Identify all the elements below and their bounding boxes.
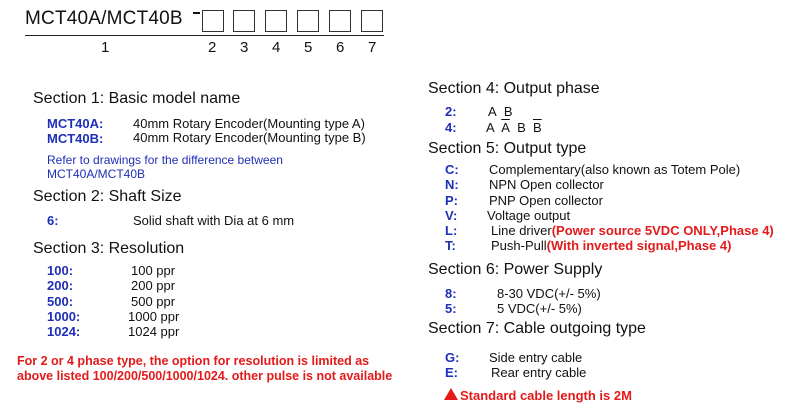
s4-phase4-b-inverted: B <box>533 120 542 135</box>
s5-desc-c: Complementary(also known as Totem Pole) <box>489 162 741 177</box>
position-number-2: 2 <box>208 39 217 56</box>
section-7-title: Section 7: Cable outgoing type <box>428 320 646 337</box>
s2-code: 6: <box>47 213 59 228</box>
warning-triangle-icon <box>444 388 458 400</box>
s3-code-100: 100: <box>47 263 74 278</box>
s1-code-b: MCT40B: <box>47 131 104 146</box>
s4-phase4-a: A <box>486 120 495 135</box>
s3-desc-100: 100 ppr <box>131 263 176 278</box>
s3-code-200: 200: <box>47 278 74 293</box>
s6-code-8: 8: <box>445 286 457 301</box>
code-underline <box>25 35 384 36</box>
s3-desc-500: 500 ppr <box>131 294 176 309</box>
option-box-5 <box>297 10 319 32</box>
s5-desc-n: NPN Open collector <box>489 177 604 192</box>
s5-line-driver: Line driver <box>491 223 552 238</box>
position-number-1: 1 <box>101 39 110 56</box>
s5-line-driver-note: (Power source 5VDC ONLY,Phase 4) <box>551 223 774 238</box>
section-4-title: Section 4: Output phase <box>428 80 600 97</box>
section-1-title: Section 1: Basic model name <box>33 90 241 107</box>
position-number-6: 6 <box>336 39 345 56</box>
s4-phase-b: B <box>503 104 513 119</box>
s7-code-e: E: <box>445 365 458 380</box>
standard-cable-note: Standard cable length is 2M <box>460 388 632 403</box>
s1-reference-line-1: Refer to drawings for the difference bet… <box>47 153 283 167</box>
option-box-2 <box>202 10 224 32</box>
s5-desc-l: Line driver(Power source 5VDC ONLY,Phase… <box>491 223 774 238</box>
s3-code-500: 500: <box>47 294 74 309</box>
s5-code-c: C: <box>445 162 459 177</box>
s4-phase-4: A A B B <box>486 120 542 135</box>
code-separator-dash <box>193 12 200 14</box>
s5-code-l: L: <box>445 223 458 238</box>
section-5-title: Section 5: Output type <box>428 140 587 157</box>
s6-code-5: 5: <box>445 301 457 316</box>
s1-code-a: MCT40A: <box>47 116 104 131</box>
s4-phase4-b: B <box>517 120 526 135</box>
position-number-4: 4 <box>272 39 281 56</box>
s7-desc-g: Side entry cable <box>489 350 583 365</box>
s5-desc-t: Push-Pull(With inverted signal,Phase 4) <box>491 238 731 253</box>
s5-code-v: V: <box>445 208 458 223</box>
s1-desc-a: 40mm Rotary Encoder(Mounting type A) <box>133 116 365 131</box>
s4-phase-a: A <box>488 104 497 119</box>
position-number-7: 7 <box>368 39 377 56</box>
model-code: MCT40A/MCT40B <box>25 8 183 29</box>
s6-desc-5: 5 VDC(+/- 5%) <box>497 301 582 316</box>
s5-push-pull-note: (With inverted signal,Phase 4) <box>546 238 732 253</box>
s1-desc-b: 40mm Rotary Encoder(Mounting type B) <box>133 130 366 145</box>
s2-desc: Solid shaft with Dia at 6 mm <box>133 213 295 228</box>
option-box-7 <box>361 10 383 32</box>
position-number-3: 3 <box>240 39 249 56</box>
s5-code-t: T: <box>445 238 456 253</box>
s3-code-1000: 1000: <box>47 309 81 324</box>
s3-desc-1024: 1024 ppr <box>128 324 180 339</box>
s3-desc-200: 200 ppr <box>131 278 176 293</box>
resolution-limit-note: For 2 or 4 phase type, the option for re… <box>17 354 393 383</box>
s1-reference-line-2: MCT40A/MCT40B <box>47 167 146 181</box>
s5-desc-v: Voltage output <box>487 208 571 223</box>
s5-code-n: N: <box>445 177 459 192</box>
s3-code-1024: 1024: <box>47 324 81 339</box>
s3-desc-1000: 1000 ppr <box>128 309 180 324</box>
s7-code-g: G: <box>445 350 460 365</box>
section-2-title: Section 2: Shaft Size <box>33 188 182 205</box>
s5-desc-p: PNP Open collector <box>489 193 603 208</box>
option-box-6 <box>329 10 351 32</box>
s5-push-pull: Push-Pull <box>491 238 547 253</box>
section-6-title: Section 6: Power Supply <box>428 261 603 278</box>
option-box-3 <box>233 10 255 32</box>
s5-code-p: P: <box>445 193 458 208</box>
s4-phase4-a-inverted: A <box>501 120 510 135</box>
s4-phase-2: A B <box>488 104 513 119</box>
s4-code-2: 2: <box>445 104 457 119</box>
option-box-4 <box>265 10 287 32</box>
s4-code-4: 4: <box>445 120 457 135</box>
s6-desc-8: 8-30 VDC(+/- 5%) <box>497 286 601 301</box>
position-number-5: 5 <box>304 39 313 56</box>
section-3-title: Section 3: Resolution <box>33 240 185 257</box>
s7-desc-e: Rear entry cable <box>491 365 587 380</box>
